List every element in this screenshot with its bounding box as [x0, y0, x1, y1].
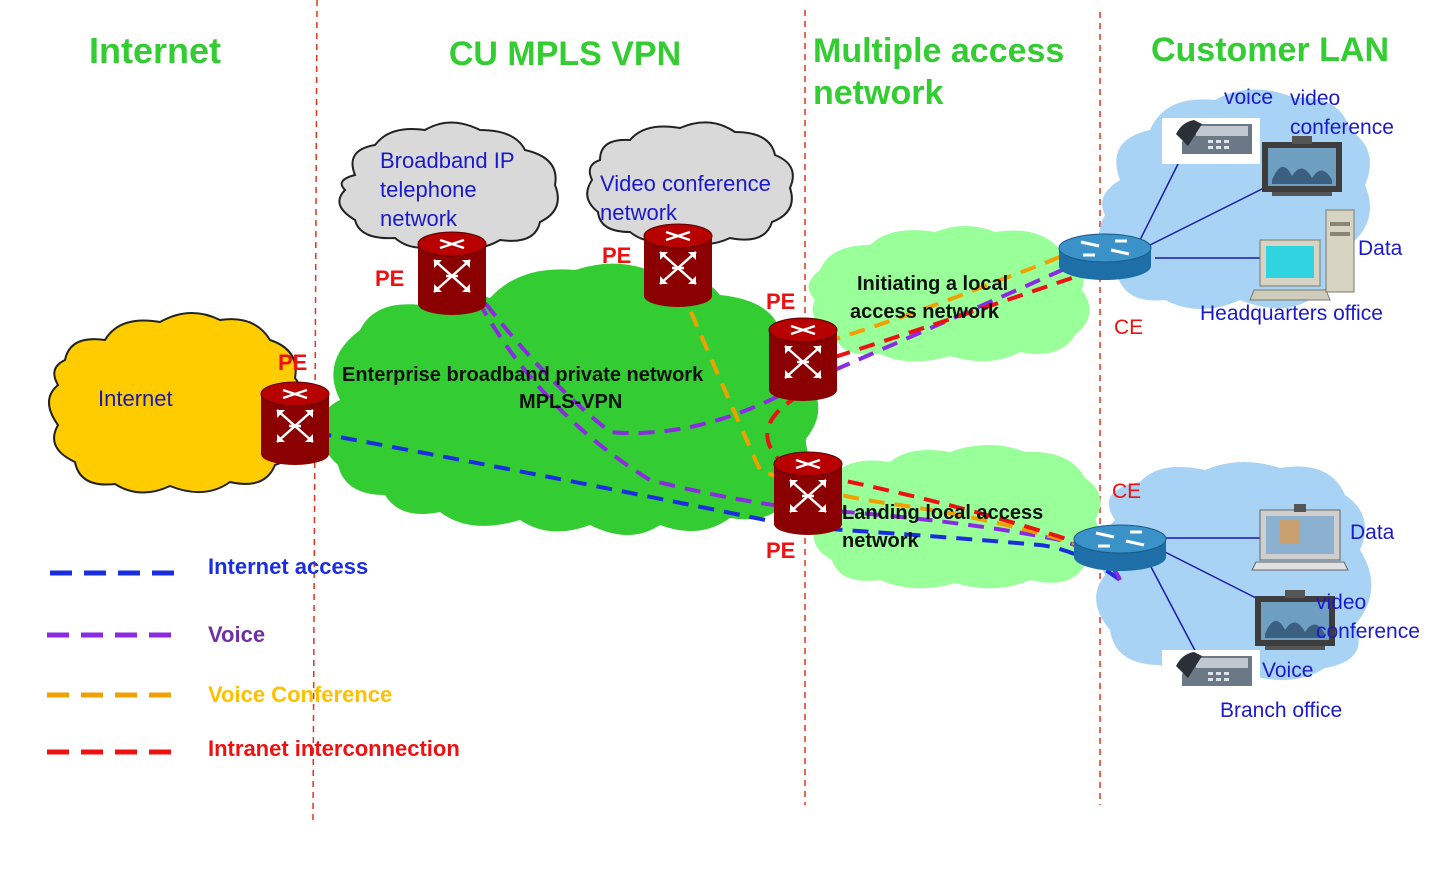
- voice-path-hq: [438, 238, 1081, 436]
- pe-router-hq-access: [767, 316, 839, 403]
- pe-router-internet: [259, 380, 331, 467]
- broadband-ip-label-3: network: [380, 206, 458, 231]
- legend-label-intranet: Intranet interconnection: [208, 736, 460, 761]
- initiating-label-1: Initiating a local: [857, 273, 1008, 295]
- hq-data-label: Data: [1358, 237, 1403, 260]
- broadband-ip-label-2: telephone: [380, 177, 477, 202]
- enterprise-label-2: MPLS-VPN: [519, 391, 622, 413]
- pe-label-hq-access: PE: [766, 289, 795, 314]
- pe-label-internet: PE: [278, 350, 307, 375]
- branch-video-label-1: video: [1316, 591, 1366, 614]
- conference-path-hq: [799, 248, 1076, 352]
- branch-office-label: Branch office: [1220, 699, 1342, 722]
- landing-label-1: Landing local access: [842, 502, 1043, 524]
- pe-router-branch-access: [772, 450, 844, 537]
- section-title-multiple-access: Multiple access: [813, 32, 1064, 70]
- enterprise-mpls-cloud: [323, 263, 819, 535]
- section-title-customer-lan: Customer LAN: [1151, 31, 1389, 69]
- pe-router-broadband: [416, 230, 488, 317]
- ce-label-headquarters: CE: [1114, 316, 1143, 339]
- branch-voice-label: Voice: [1262, 659, 1313, 682]
- hq-voice-label: voice: [1224, 86, 1273, 109]
- video-conference-label-1: Video conference: [600, 171, 771, 196]
- lan-links: [1139, 159, 1271, 661]
- hq-phone-icon: [1162, 118, 1260, 164]
- section-title-cu-mpls-vpn: CU MPLS VPN: [449, 35, 681, 73]
- pe-label-branch-access: PE: [766, 538, 795, 563]
- legend-label-internet-access: Internet access: [208, 554, 368, 579]
- landing-label-2: network: [842, 530, 920, 552]
- branch-data-label: Data: [1350, 521, 1395, 544]
- hq-video-label-1: video: [1290, 87, 1340, 110]
- hq-video-monitor-icon: [1262, 136, 1342, 196]
- section-title-internet: Internet: [89, 30, 221, 71]
- internet-cloud-label: Internet: [98, 386, 173, 411]
- pe-label-broadband: PE: [375, 266, 404, 291]
- branch-phone-icon: [1162, 650, 1260, 696]
- video-conference-label-2: network: [600, 200, 678, 225]
- legend-label-voice: Voice: [208, 622, 265, 647]
- ce-router-branch: [1072, 523, 1168, 573]
- pe-router-video: [642, 222, 714, 309]
- initiating-label-2: access network: [850, 301, 1000, 323]
- legend-label-voice-conference: Voice Conference: [208, 682, 392, 707]
- enterprise-label-1: Enterprise broadband private network: [342, 364, 704, 386]
- intranet-path-hq: [809, 268, 1096, 367]
- broadband-ip-label-1: Broadband IP: [380, 148, 515, 173]
- legend: Internet access Voice Voice Conference I…: [47, 554, 460, 761]
- pe-label-video: PE: [602, 243, 631, 268]
- ce-router-headquarters: [1057, 232, 1153, 282]
- section-title-multiple-access-line2: network: [813, 74, 943, 112]
- branch-video-label-2: conference: [1316, 620, 1420, 643]
- branch-data-terminal-icon: [1251, 503, 1349, 571]
- ce-label-branch: CE: [1112, 480, 1141, 503]
- hq-office-label: Headquarters office: [1200, 302, 1383, 325]
- broadband-ip-cloud: [338, 121, 559, 249]
- hq-video-label-2: conference: [1290, 116, 1394, 139]
- video-conference-cloud: [586, 121, 794, 245]
- internet-cloud: [48, 311, 305, 494]
- initiating-access-cloud: [808, 226, 1090, 362]
